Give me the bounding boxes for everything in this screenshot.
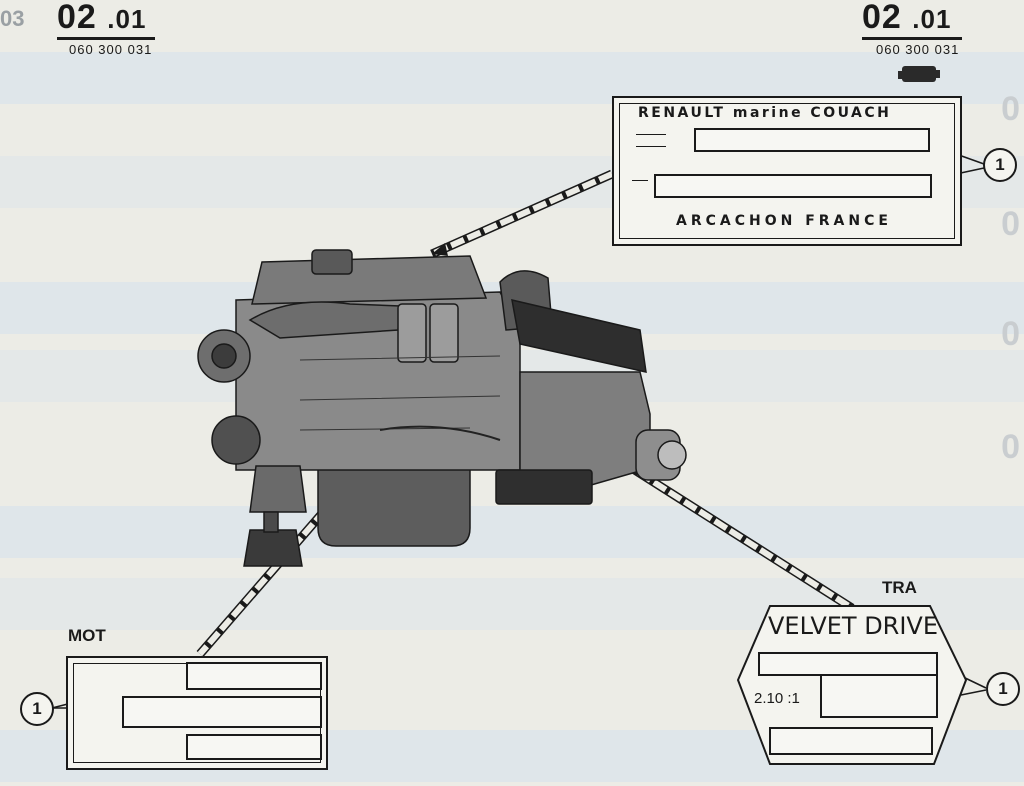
couach-type-field [654,174,932,198]
right-page-code: 02 .01 060 300 031 [862,0,962,57]
edge-digit-decoration: 0 [1001,205,1020,243]
partial-page-code: 03 [0,6,25,31]
mot-callout-marker: 1 [20,692,54,726]
right-code-main: 02 [862,0,902,36]
mot-field-bottom [186,734,322,760]
couach-plate-footer: ARCACHON FRANCE [676,213,892,229]
tra-field-top [758,652,938,676]
tra-field-bottom [820,674,938,718]
edge-digit-decoration: 0 [1001,315,1020,353]
mot-label: MOT [68,626,106,645]
tra-callout-marker: 1 [986,672,1020,706]
couach-serial-field [694,128,930,152]
right-code-sub: .01 [912,4,952,34]
left-document-number: 060 300 031 [69,42,153,57]
edge-digit-decoration: 0 [1001,428,1020,466]
mot-field-top [186,662,322,690]
couach-callout-marker: 1 [983,148,1017,182]
left-page-code: 02 .01 060 300 031 [57,0,155,57]
tra-plate-title: VELVET DRIVE [768,612,939,640]
tra-ratio: 2.10 :1 [754,690,800,707]
left-code-sub: .01 [107,4,147,34]
couach-plate-title: RENAULT marine COUACH [638,105,892,121]
edge-digit-decoration: 0 [1001,90,1020,128]
mot-field-middle [122,696,322,728]
couach-plate: RENAULT marine COUACH ARCACHON FRANCE [612,96,962,246]
tra-label: TRA [882,578,917,597]
right-document-number: 060 300 031 [876,42,960,57]
left-code-main: 02 [57,0,97,36]
mot-plate [66,656,328,770]
